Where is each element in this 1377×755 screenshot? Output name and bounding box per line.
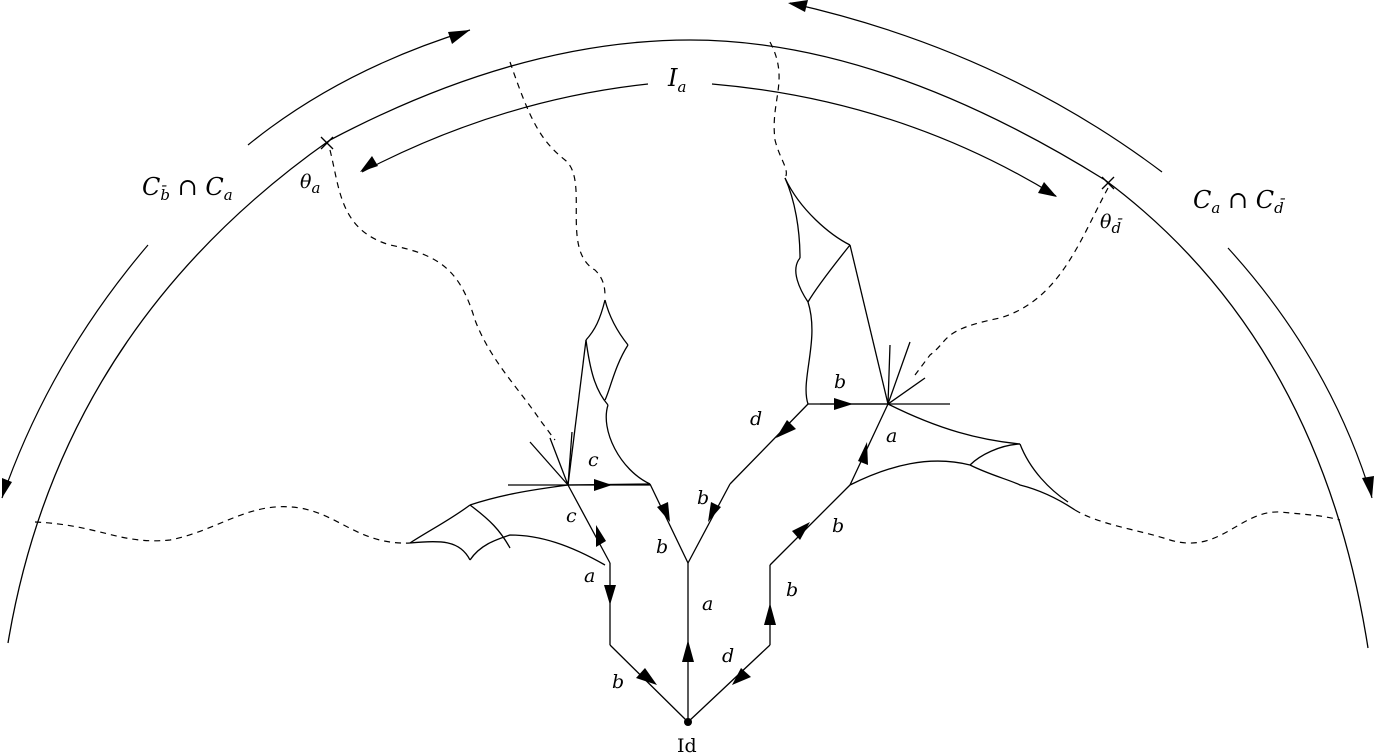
vertex-star-right [820,244,950,405]
arrowhead-top-right [788,0,808,12]
dashed-path-left-horizontal [34,506,411,544]
arrowhead-edge-b-mid-right [708,502,721,522]
dashed-path-theta-dbar [914,187,1109,376]
arrowhead-edge-a-center [682,640,694,662]
edge-label-b-bottom-left: b [612,671,624,693]
edge-label-a-center: a [702,593,713,615]
fractal-region-right [849,403,1076,511]
edge-label-c-left-lower: c [566,505,577,527]
edge-label-d-upper: d [750,408,762,430]
edge-label-d-bottom-right: d [722,645,734,667]
cross-mark-theta-a [320,136,334,150]
fractal-region-right-upper [784,177,851,405]
arrowhead-edge-b-top [834,398,853,410]
arrowhead-edge-a-right-upper [858,442,868,465]
identity-label: Id [677,735,697,755]
arrowhead-edge-b-bottom-left [636,668,657,685]
dashed-path-left-upper [509,61,606,299]
left-region-label: Cb̄ ∩ Ca [142,173,233,204]
arrow-arc-left [1,244,149,499]
cross-mark-theta-dbar [1101,176,1115,190]
edge-label-b-mid-left: b [656,536,668,558]
arrowhead-edge-c-left-upper [594,479,612,491]
edge-label-b-mid-right: b [697,487,709,509]
theta-a-label: θa [300,171,320,197]
right-region-label: Ca ∩ Cd̄ [1193,186,1285,217]
dashed-path-right-horizontal [1074,509,1341,544]
arrowhead-left [2,478,12,498]
dashed-path-center-upper [769,41,787,179]
arrowhead-top-left [448,30,470,44]
edge-arrowheads [594,398,868,685]
interval-arrowhead-right [1038,182,1057,197]
interval-label: Ia [667,64,686,96]
arrowhead-edge-d-upper [776,420,796,438]
interval-arc-left [361,83,649,173]
arrow-arc-right [1227,247,1373,499]
arrowhead-edge-b-right-lower [792,522,810,540]
theta-dbar-label: θd̄ [1100,211,1123,237]
edge-label-a-left: a [584,565,595,587]
edge-label-c-left-upper: c [588,449,599,471]
arrow-arc-top-left [247,29,471,146]
edge-label-b-right-lower: b [832,515,844,537]
arrowhead-edge-b-right-column [764,603,776,625]
edge-label-a-right-upper: a [886,425,897,447]
fractal-region-left-upper [585,299,651,485]
outer-circle-arc [7,39,1369,649]
fractal-region-left [409,484,606,566]
edge-label-b-top: b [834,371,846,393]
vertex-star-left [508,339,650,486]
arrowhead-edge-d-bottom-right [732,668,751,685]
arrowhead-right [1362,476,1374,498]
edge-label-b-right-column: b [786,579,798,601]
arrowhead-edge-c-left-lower [596,525,606,547]
arrowhead-edge-a-left [604,585,616,605]
arrow-arc-top-right [789,2,1163,173]
interval-arc-right [711,83,1057,197]
arrowhead-edge-b-mid-left [657,502,670,522]
identity-vertex [684,718,692,726]
dashed-path-theta-a [329,149,556,441]
interval-arrowhead-left [360,156,378,172]
